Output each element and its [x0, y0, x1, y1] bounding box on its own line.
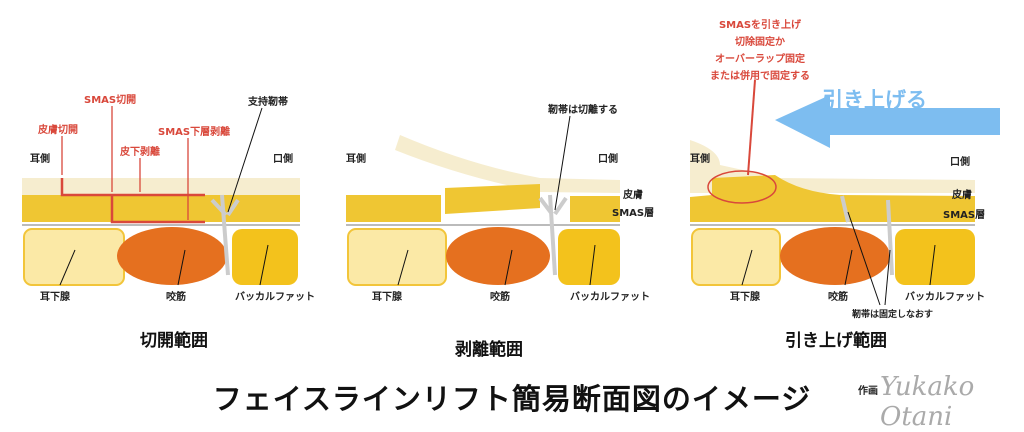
parotid-gland — [23, 228, 125, 286]
buccal-fat — [232, 229, 298, 285]
credit-label: 作画 — [858, 386, 878, 397]
ligament-refix-label: 靭帯は固定しなおす — [852, 310, 934, 320]
parotid-label: 耳下腺 — [372, 292, 402, 303]
smas-layer — [22, 195, 300, 222]
buccal-fat-label: バッカルファット — [235, 292, 315, 303]
panel-title-lift: 引き上げ範囲 — [785, 331, 887, 351]
masseter-label: 咬筋 — [828, 292, 848, 303]
masseter-label: 咬筋 — [166, 292, 186, 303]
ligament-label: 支持靭帯 — [248, 97, 288, 108]
lift-label: 引き上げる — [822, 88, 927, 112]
skin-layer — [22, 178, 300, 195]
panel-lift — [690, 79, 1000, 306]
smas-flap — [445, 184, 540, 214]
mouth-side-label: 口側 — [598, 154, 618, 165]
smas-label: SMAS層 — [612, 208, 655, 219]
parotid-label: 耳下腺 — [40, 292, 70, 303]
buccal-fat-label: バッカルファット — [570, 292, 650, 303]
skin-incision-label: 皮膚切開 — [38, 125, 78, 136]
masseter-muscle — [446, 227, 550, 285]
smas-incision-label: SMAS切開 — [84, 95, 137, 106]
parotid-gland — [691, 228, 781, 286]
red-pointer — [747, 79, 756, 176]
note-line: オーバーラップ固定 — [715, 54, 805, 65]
lift-arrow — [775, 95, 1000, 148]
smas-lifted — [690, 175, 975, 222]
masseter-muscle — [117, 227, 227, 285]
skin-label: 皮膚 — [952, 190, 972, 201]
main-title: フェイスラインリフト簡易断面図のイメージ — [212, 382, 812, 416]
note-line: SMASを引き上げ — [718, 20, 802, 31]
panel-incision — [22, 106, 300, 286]
black-pointers — [397, 115, 596, 286]
cut-ligament — [538, 194, 568, 276]
subcutaneous-dissection-label: 皮下剥離 — [120, 147, 160, 158]
black-pointers — [59, 107, 269, 286]
skin-label: 皮膚 — [623, 190, 643, 201]
ear-side-label: 耳側 — [346, 154, 366, 165]
masseter-muscle — [780, 227, 890, 285]
skin-flap — [395, 135, 620, 193]
ear-side-label: 耳側 — [30, 154, 50, 165]
note-line: 切除固定か — [735, 37, 785, 48]
parotid-gland — [347, 228, 447, 286]
black-pointers — [741, 211, 936, 306]
mouth-side-label: 口側 — [273, 154, 293, 165]
ear-side-label: 耳側 — [690, 154, 710, 165]
fixation-note: SMASを引き上げ 切除固定か オーバーラップ固定 または併用で固定する — [695, 17, 825, 85]
red-pointers — [61, 106, 189, 220]
buccal-fat — [558, 229, 620, 285]
incision-line — [60, 178, 205, 224]
smas-layer-mouth — [570, 196, 620, 222]
masseter-label: 咬筋 — [490, 292, 510, 303]
buccal-fat-label: バッカルファット — [905, 292, 985, 303]
smas-layer-ear — [346, 195, 441, 222]
parotid-label: 耳下腺 — [730, 292, 760, 303]
fixation-circle — [707, 170, 777, 204]
panel-dissection — [346, 115, 620, 286]
mouth-side-label: 口側 — [950, 157, 970, 168]
panel-title-incision: 切開範囲 — [140, 331, 208, 351]
ligament-cut-label: 靭帯は切離する — [548, 105, 618, 116]
buccal-fat — [895, 229, 975, 285]
smas-label: SMAS層 — [943, 210, 986, 221]
note-line: または併用で固定する — [710, 71, 810, 82]
sub-smas-dissection-label: SMAS下層剥離 — [158, 127, 231, 138]
signature: Yukako Otani — [880, 372, 975, 432]
refixed-ligaments — [840, 195, 894, 276]
retaining-ligament — [210, 194, 240, 276]
panel-title-dissection: 剥離範囲 — [455, 340, 523, 360]
